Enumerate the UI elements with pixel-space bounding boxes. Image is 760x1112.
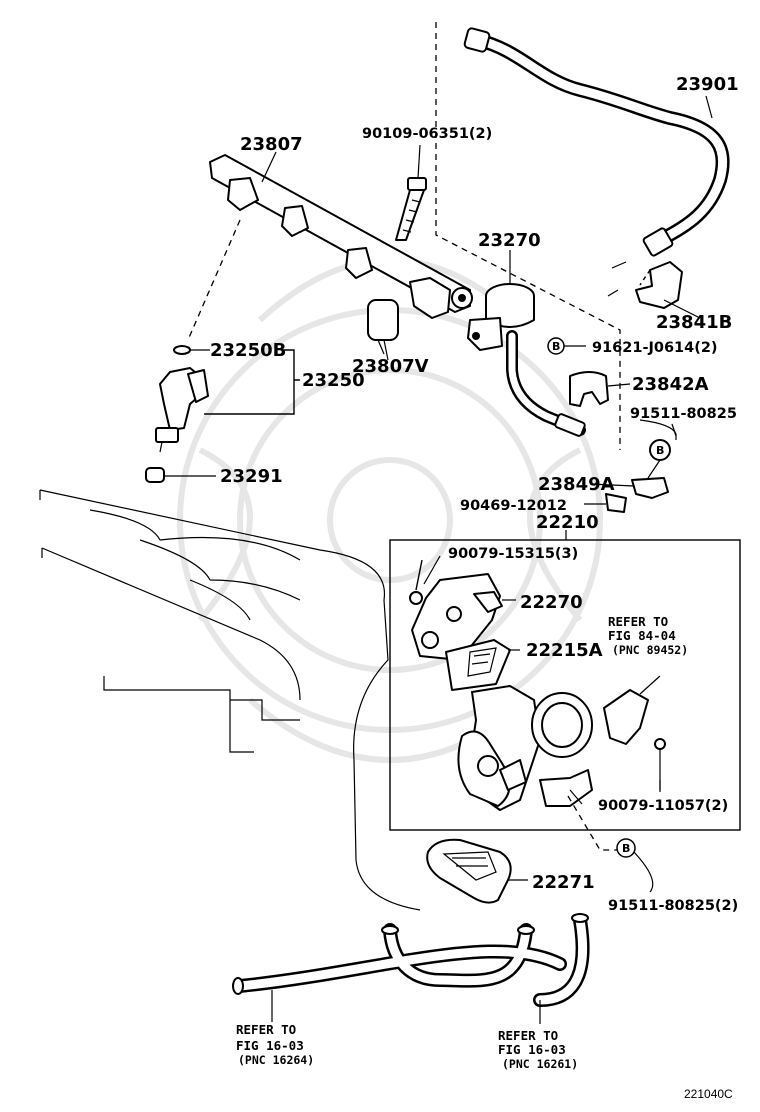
leader-lines xyxy=(383,95,713,792)
throttle-body-22210 xyxy=(457,685,593,811)
b-marker-2: B xyxy=(656,444,664,457)
diagram-code: 221040C xyxy=(684,1087,733,1101)
label-22271: 22271 xyxy=(532,872,595,893)
label-91511-upper: 91511-80825 xyxy=(630,406,737,422)
gasket-22215A xyxy=(445,639,520,691)
label-23807V: 23807V xyxy=(352,356,429,377)
refer-note-16264: REFER TO FIG 16-03 (PNC 16264) xyxy=(236,1022,314,1067)
refer-line-1: REFER TO xyxy=(498,1028,558,1043)
refer-line-2: FIG 16-03 xyxy=(236,1038,304,1053)
label-23807: 23807 xyxy=(240,134,303,155)
refer-note-84-04: REFER TO FIG 84-04 (PNC 89452) xyxy=(608,614,688,657)
label-90079-upper: 90079-15315(3) xyxy=(448,546,578,562)
fuel-hose-23901 xyxy=(463,27,730,257)
refer-line-1: REFER TO xyxy=(236,1022,296,1037)
refer-line-2: FIG 84-04 xyxy=(608,628,676,643)
bolt-90109 xyxy=(395,144,427,241)
part-labels: 23901 23807 90109-06351(2) 23270 23841B … xyxy=(210,74,739,914)
refer-line-3: (PNC 89452) xyxy=(612,643,688,657)
refer-note-16261: REFER TO FIG 16-03 (PNC 16261) xyxy=(498,1028,578,1071)
water-bypass-hoses xyxy=(232,913,590,1024)
label-22215A: 22215A xyxy=(526,640,603,661)
clip-23841B xyxy=(635,261,701,319)
label-23901: 23901 xyxy=(676,74,739,95)
label-23842A: 23842A xyxy=(632,374,709,395)
clip-23842A xyxy=(569,371,631,407)
b-marker-letters: B B B xyxy=(552,340,664,855)
injector-23250 xyxy=(155,219,241,453)
refer-line-2: FIG 16-03 xyxy=(498,1042,566,1057)
label-23291: 23291 xyxy=(220,466,283,487)
label-22210: 22210 xyxy=(536,512,599,533)
label-90079-lower: 90079-11057(2) xyxy=(598,798,728,814)
label-91621: 91621-J0614(2) xyxy=(592,340,718,356)
label-23849A: 23849A xyxy=(538,474,615,495)
refer-line-3: (PNC 16264) xyxy=(238,1053,314,1067)
refer-line-1: REFER TO xyxy=(608,614,668,629)
label-90109: 90109-06351(2) xyxy=(362,126,492,142)
pressure-regulator-23270 xyxy=(467,250,586,437)
label-23270: 23270 xyxy=(478,230,541,251)
label-91511-lower: 91511-80825(2) xyxy=(608,898,738,914)
throttle-body-box xyxy=(389,530,741,831)
b-marker-1: B xyxy=(552,340,560,353)
sensor-23849A xyxy=(584,419,677,513)
label-90469: 90469-12012 xyxy=(460,498,567,514)
label-23841B: 23841B xyxy=(656,312,732,333)
spacer-23807V xyxy=(367,299,399,355)
gasket-22271 xyxy=(426,838,528,904)
fuel-rail-23807 xyxy=(209,151,473,319)
label-22270: 22270 xyxy=(520,592,583,613)
label-23250B: 23250B xyxy=(210,340,286,361)
throttle-sensor xyxy=(603,675,666,790)
refer-line-3: (PNC 16261) xyxy=(502,1057,578,1071)
b-marker-3: B xyxy=(622,842,630,855)
intake-manifold xyxy=(39,489,421,911)
seal-23291 xyxy=(145,467,216,483)
label-23250: 23250 xyxy=(302,370,365,391)
marker-b-lower xyxy=(567,795,654,893)
